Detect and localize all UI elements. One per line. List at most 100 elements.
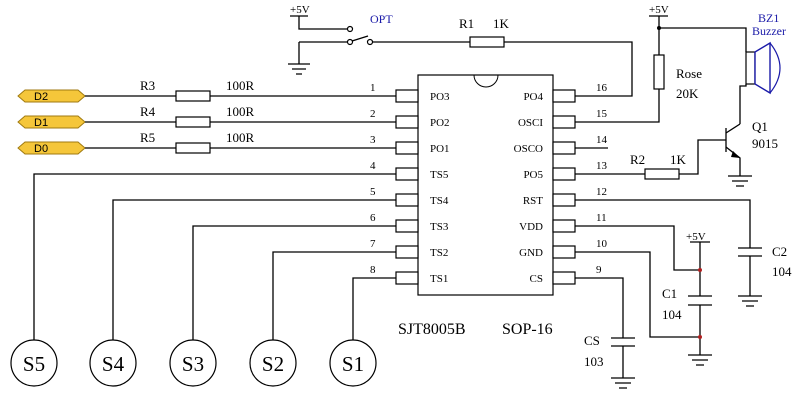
pin-num-9: 9 bbox=[596, 264, 602, 276]
sensor-s1-label: S1 bbox=[342, 352, 364, 376]
ic-name: SJT8005B bbox=[398, 321, 466, 338]
pin-box-3 bbox=[395, 141, 419, 155]
pin-name-16: PO4 bbox=[523, 91, 543, 103]
sensor-s3-circle bbox=[169, 339, 217, 387]
pin-num-12: 12 bbox=[596, 186, 607, 198]
capacitor-c1: +5V C1 104 bbox=[575, 225, 712, 366]
resistor-rose bbox=[653, 54, 665, 90]
wire-opt-po4 bbox=[372, 41, 633, 97]
c1-value: 104 bbox=[662, 307, 682, 322]
pin-num-14: 14 bbox=[596, 134, 608, 146]
opt-supply-wire bbox=[290, 15, 348, 30]
pin-box-5 bbox=[395, 193, 419, 207]
r4-value: 100R bbox=[226, 104, 255, 119]
wire-ts1 bbox=[352, 277, 396, 340]
rose-supply-label: +5V bbox=[649, 4, 669, 16]
pin-name-1: PO3 bbox=[430, 91, 450, 103]
resistor-r2 bbox=[644, 168, 680, 180]
opt-supply-label: +5V bbox=[290, 4, 310, 16]
sensor-s4: S4 bbox=[89, 339, 137, 387]
sensor-s5: S5 bbox=[10, 339, 58, 387]
pin-name-11: VDD bbox=[519, 221, 543, 233]
sensor-s2-label: S2 bbox=[262, 352, 284, 376]
cs-value: 103 bbox=[584, 354, 604, 369]
pin-box-16 bbox=[552, 89, 576, 103]
pin-name-4: TS5 bbox=[430, 169, 449, 181]
opt-switch: +5V OPT R1 1K bbox=[288, 4, 633, 97]
opt-contact-top bbox=[346, 25, 354, 33]
pin-box-2 bbox=[395, 115, 419, 129]
wire-gnd bbox=[575, 251, 701, 355]
rose-ref: Rose bbox=[676, 66, 702, 81]
port-d1-shape bbox=[17, 115, 86, 129]
resistor-r5 bbox=[175, 142, 211, 154]
port-d0: D0 bbox=[17, 141, 86, 155]
resistor-r1 bbox=[469, 36, 505, 48]
pin-box-13 bbox=[552, 167, 576, 181]
ic-right-pins bbox=[552, 89, 576, 285]
ic-left-pins bbox=[395, 89, 419, 285]
sensor-s3-label: S3 bbox=[182, 352, 204, 376]
r5-ref: R5 bbox=[140, 130, 155, 145]
r3-value: 100R bbox=[226, 78, 255, 93]
port-d1-label: D1 bbox=[34, 117, 48, 129]
pin-box-12 bbox=[552, 193, 576, 207]
sensor-s4-circle bbox=[89, 339, 137, 387]
pin-num-3: 3 bbox=[370, 134, 376, 146]
capacitor-cs: CS 103 bbox=[575, 277, 635, 389]
capacitor-c2: C2 104 bbox=[575, 199, 792, 307]
q1-collector-emitter bbox=[725, 123, 741, 176]
r1-value: 1K bbox=[493, 16, 510, 31]
pin-name-3: PO1 bbox=[430, 143, 450, 155]
c1-junction-bottom bbox=[698, 335, 702, 339]
buzzer-horn bbox=[754, 41, 771, 95]
port-d2-label: D2 bbox=[34, 91, 48, 103]
transistor-q1: R2 1K Q1 9015 bbox=[575, 119, 778, 187]
wire-rst-c2 bbox=[575, 199, 751, 296]
r3-ref: R3 bbox=[140, 78, 155, 93]
pin-box-8 bbox=[395, 271, 419, 285]
pin-name-13: PO5 bbox=[523, 169, 543, 181]
sensor-s1: S1 bbox=[329, 339, 377, 387]
pin-box-15 bbox=[552, 115, 576, 129]
buzzer-wire bbox=[659, 27, 747, 124]
opt-ground-symbol bbox=[288, 42, 310, 75]
ic-sjt8005b: SJT8005B SOP-16 bbox=[398, 74, 554, 338]
pin-box-14 bbox=[552, 141, 576, 155]
pin-name-9: CS bbox=[530, 273, 543, 285]
pin-num-2: 2 bbox=[370, 108, 376, 120]
c2-plates bbox=[738, 247, 762, 257]
pin-num-7: 7 bbox=[370, 238, 376, 250]
pin-box-11 bbox=[552, 219, 576, 233]
wire-ts4 bbox=[112, 199, 396, 340]
pin-num-16: 16 bbox=[596, 82, 608, 94]
buzzer-bz1: BZ1 Buzzer bbox=[659, 11, 786, 124]
port-d2-shape bbox=[17, 89, 86, 103]
pin-num-15: 15 bbox=[596, 108, 608, 120]
ic-notch bbox=[473, 74, 499, 88]
wire-ts3 bbox=[192, 225, 396, 340]
pin-num-5: 5 bbox=[370, 186, 376, 198]
pin-num-10: 10 bbox=[596, 238, 608, 250]
pin-num-8: 8 bbox=[370, 264, 376, 276]
pin-num-1: 1 bbox=[370, 82, 376, 94]
ic-package: SOP-16 bbox=[502, 321, 553, 338]
r4-ref: R4 bbox=[140, 104, 156, 119]
pin-name-2: PO2 bbox=[430, 117, 450, 129]
pin-name-12: RST bbox=[523, 195, 543, 207]
pin-box-9 bbox=[552, 271, 576, 285]
sensor-s2-circle bbox=[249, 339, 297, 387]
buzzer-cone bbox=[769, 42, 781, 94]
r2-value: 1K bbox=[670, 152, 687, 167]
rose-wire bbox=[575, 15, 668, 123]
opt-switch-lever bbox=[351, 35, 369, 42]
c1-ref: C1 bbox=[662, 286, 677, 301]
port-d0-shape bbox=[17, 141, 86, 155]
pin-name-14: OSCO bbox=[514, 143, 543, 155]
sensor-s5-circle bbox=[10, 339, 58, 387]
cs-ground-symbol bbox=[611, 377, 635, 389]
pin-num-4: 4 bbox=[370, 160, 376, 172]
port-d2: D2 bbox=[17, 89, 86, 103]
rose-value: 20K bbox=[676, 86, 699, 101]
wire-ts2 bbox=[272, 251, 396, 340]
